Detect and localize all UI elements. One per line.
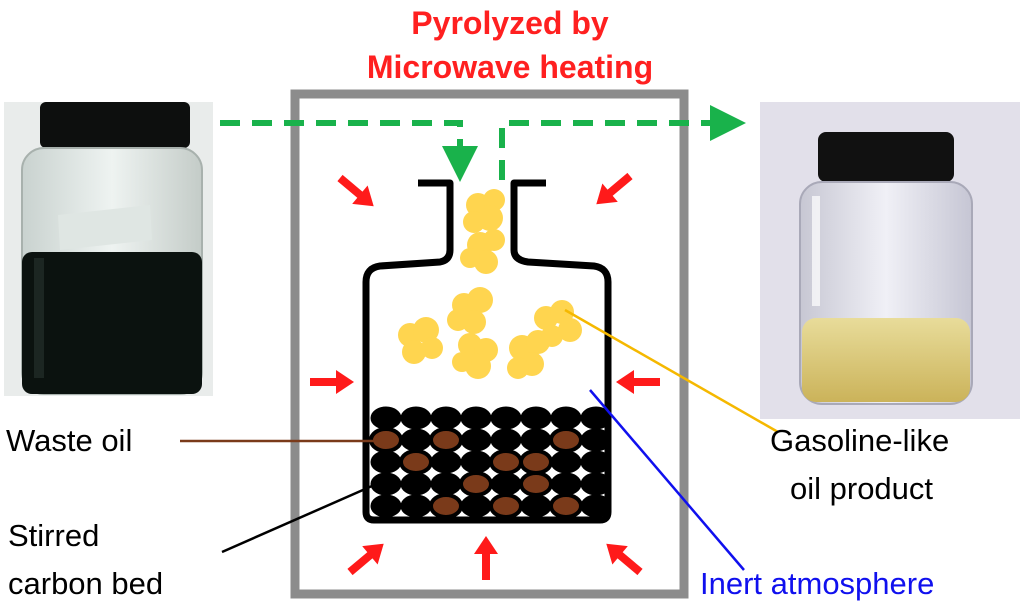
waste-oil-droplet — [489, 493, 523, 519]
carbon-particle — [370, 406, 402, 430]
carbon-particle — [430, 472, 462, 496]
carbon-particle — [370, 494, 402, 518]
waste-oil-flow-arrow — [220, 120, 478, 182]
waste-oil-label: Waste oil — [6, 423, 133, 458]
carbon-particle — [460, 450, 492, 474]
carbon-bed-label-line-1: Stirred — [8, 518, 100, 553]
carbon-particle — [460, 494, 492, 518]
waste-oil-droplet — [549, 493, 583, 519]
product-flow-arrow — [499, 105, 746, 180]
carbon-bed — [369, 406, 612, 519]
carbon-particle — [520, 406, 552, 430]
right-photo — [760, 102, 1020, 419]
waste-oil-droplet — [519, 471, 553, 497]
carbon-particle — [580, 472, 612, 496]
carbon-particle — [400, 428, 432, 452]
waste-oil-droplet — [549, 427, 583, 453]
waste-oil-droplet — [399, 449, 433, 475]
carbon-particle — [400, 406, 432, 430]
gasoline-label-line-2: oil product — [790, 471, 934, 506]
carbon-particle — [430, 450, 462, 474]
inert-atmosphere-label: Inert atmosphere — [700, 566, 935, 601]
carbon-particle — [580, 428, 612, 452]
carbon-bed-label-line-2: carbon bed — [8, 566, 164, 601]
carbon-particle — [400, 472, 432, 496]
inert-atmosphere-leader — [589, 389, 745, 571]
carbon-particle — [490, 406, 522, 430]
carbon-particle — [370, 450, 402, 474]
waste-oil-droplet — [429, 427, 463, 453]
carbon-bed-leader — [221, 484, 373, 554]
gasoline-label-line-1: Gasoline-like — [770, 423, 950, 458]
left-photo — [4, 102, 213, 396]
waste-oil-droplet — [489, 449, 523, 475]
carbon-particle — [520, 428, 552, 452]
carbon-particle — [580, 450, 612, 474]
carbon-particle — [460, 406, 492, 430]
carbon-particle — [550, 450, 582, 474]
vapor-clouds — [398, 189, 582, 379]
carbon-particle — [520, 494, 552, 518]
dark-oil-jar-icon — [21, 102, 203, 395]
gasoline-leader — [564, 308, 779, 434]
carbon-particle — [580, 494, 612, 518]
carbon-particle — [550, 406, 582, 430]
title-line-1: Pyrolyzed by — [411, 5, 609, 41]
title-line-2: Microwave heating — [366, 49, 654, 85]
carbon-particle — [460, 428, 492, 452]
waste-oil-droplet — [519, 449, 553, 475]
carbon-particle — [490, 428, 522, 452]
waste-oil-droplet — [459, 471, 493, 497]
clear-oil-jar-icon — [799, 132, 973, 405]
carbon-particle — [370, 472, 402, 496]
carbon-particle — [430, 406, 462, 430]
carbon-particle — [490, 472, 522, 496]
carbon-particle — [400, 494, 432, 518]
carbon-particle — [550, 472, 582, 496]
reactor-vessel — [362, 179, 612, 524]
waste-oil-droplet — [429, 493, 463, 519]
